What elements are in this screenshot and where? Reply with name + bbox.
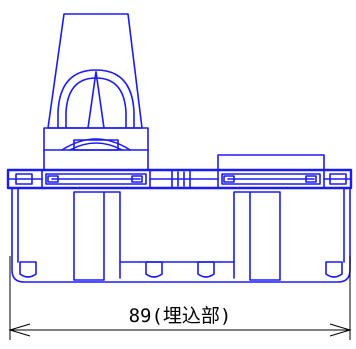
beacon-lens: [47, 13, 143, 129]
arrow-right: [329, 323, 352, 337]
right-connector: [217, 154, 325, 189]
beacon-collar: [43, 127, 149, 171]
top-plate: [6, 168, 353, 190]
dimension-89: 89(埋込部): [8, 256, 352, 340]
arrow-left: [8, 323, 31, 337]
embedded-body: [11, 187, 351, 283]
left-connector: [41, 169, 151, 189]
dimension-label: 89(埋込部): [129, 305, 232, 327]
